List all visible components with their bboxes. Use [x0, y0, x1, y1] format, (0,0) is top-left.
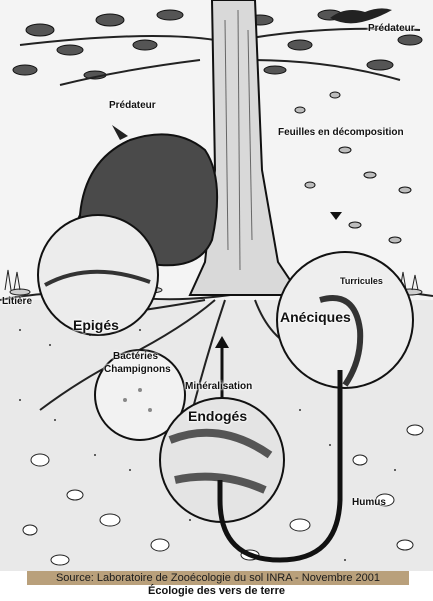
- mineralisation-arrow-icon: [215, 336, 229, 398]
- bacteria-magnifier: [94, 349, 186, 441]
- down-arrow-icon: [330, 212, 342, 220]
- label-litter: Litière: [2, 296, 33, 307]
- anecic-burrow: [217, 370, 343, 563]
- source-credit: Source: Laboratoire de Zooécologie du so…: [27, 571, 409, 585]
- label-mineralisation: Minéralisation: [185, 381, 253, 392]
- endogeic-magnifier: [159, 397, 285, 523]
- label-anecic: Anéciques: [280, 309, 351, 325]
- label-casts: Turricules: [340, 276, 383, 286]
- label-epigeic: Epigés: [73, 317, 119, 333]
- anecic-magnifier: [276, 251, 414, 389]
- label-endogeic: Endogés: [188, 408, 248, 424]
- figure-caption: Écologie des vers de terre: [148, 585, 285, 597]
- tree-branches: [19, 27, 421, 86]
- bird-icon: [330, 8, 392, 24]
- label-bacteria: Bactéries: [113, 351, 159, 362]
- label-predator-boar: Prédateur: [109, 100, 156, 111]
- label-humus: Humus: [352, 497, 386, 508]
- label-predator-bird: Prédateur: [368, 23, 415, 34]
- label-decomposing-leaves: Feuilles en décomposition: [278, 127, 404, 138]
- epigeic-magnifier: [37, 214, 159, 336]
- label-fungi: Champignons: [104, 364, 171, 375]
- falling-leaves: [294, 91, 412, 244]
- trunk-bark-lines: [224, 9, 253, 271]
